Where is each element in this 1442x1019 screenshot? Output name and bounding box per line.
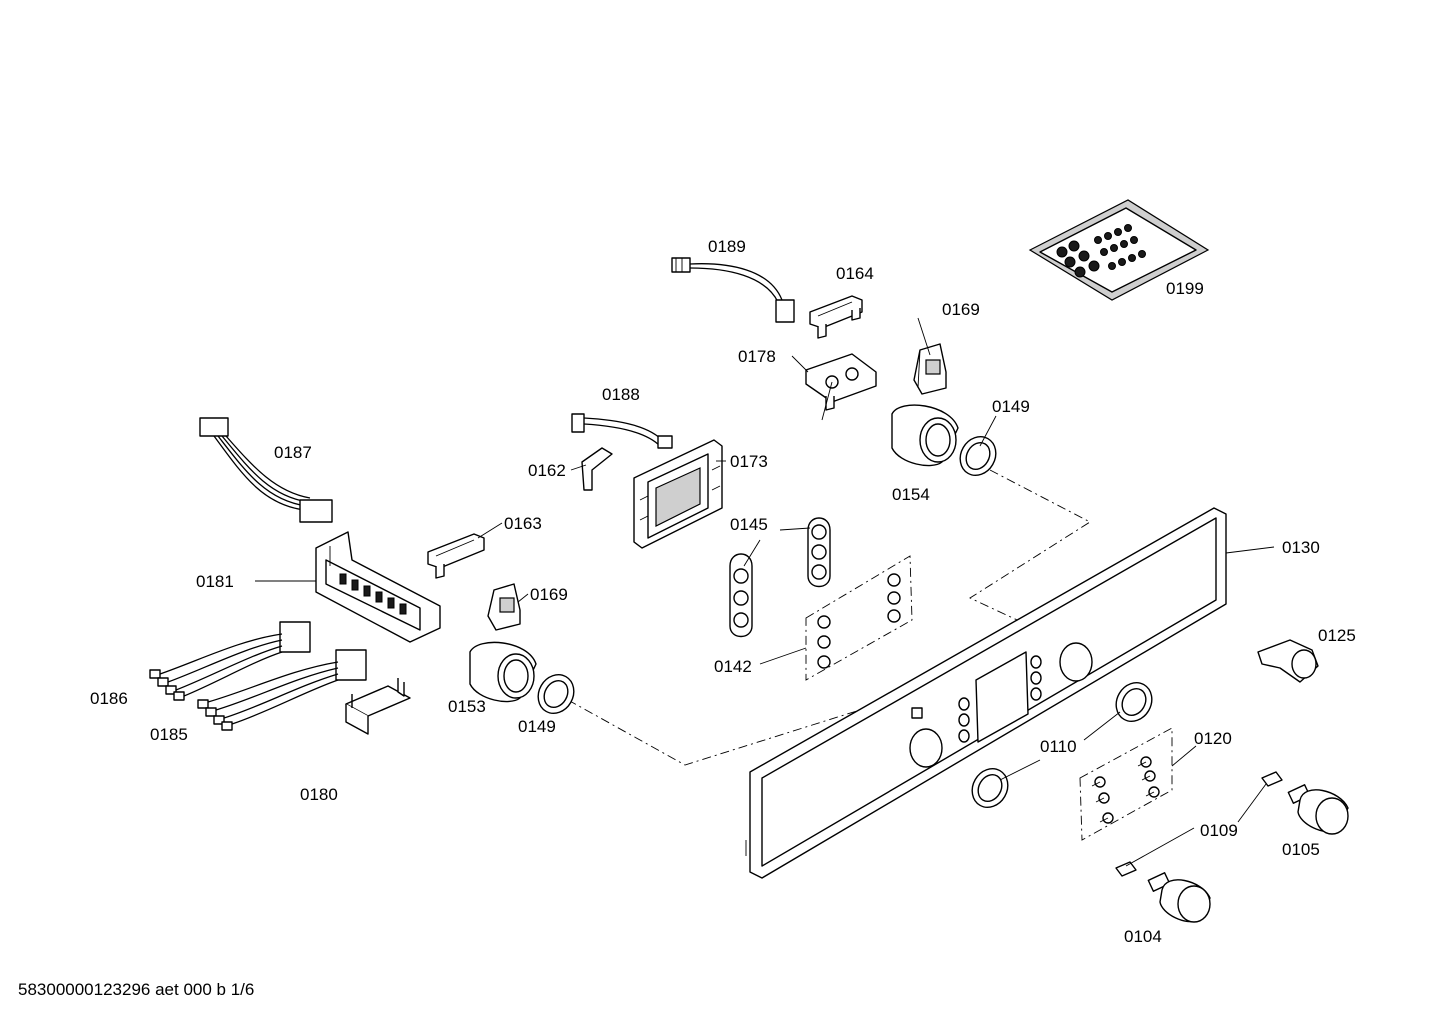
label-0189: 0189 (708, 237, 746, 256)
label-0185: 0185 (150, 725, 188, 744)
part-0105-knob (1287, 784, 1349, 835)
label-0105: 0105 (1282, 840, 1320, 859)
part-0149-ring-lower (537, 674, 575, 714)
assembly-dash-lines (567, 469, 1091, 766)
part-0180-bracket (345, 678, 411, 735)
label-0163: 0163 (504, 514, 542, 533)
part-0154-cup (891, 404, 959, 467)
label-0173: 0173 (730, 452, 768, 471)
part-0185-cable-set (197, 649, 367, 731)
part-0189-wire-harness (671, 257, 795, 323)
part-0130-control-panel (745, 507, 1227, 879)
label-0199: 0199 (1166, 279, 1204, 298)
label-0130: 0130 (1282, 538, 1320, 557)
part-0164-clip (809, 295, 863, 339)
part-0199-screw-bag (1028, 199, 1210, 301)
part-0149-ring-upper (959, 436, 997, 476)
label-0142: 0142 (714, 657, 752, 676)
label-0164: 0164 (836, 264, 874, 283)
label-0187: 0187 (274, 443, 312, 462)
part-0125-switch-part (1257, 639, 1319, 683)
label-0145: 0145 (730, 515, 768, 534)
part-0188-ribbon-cable (571, 413, 673, 449)
label-0169-upper: 0169 (942, 300, 980, 319)
part-0104-knob (1147, 872, 1211, 923)
label-0125: 0125 (1318, 626, 1356, 645)
part-labels: 0189 0164 0199 0169 0178 0149 0188 0187 … (90, 237, 1356, 946)
part-0145-light-guide-right (807, 517, 831, 588)
label-0109: 0109 (1200, 821, 1238, 840)
part-0153-cup (469, 641, 537, 703)
label-0162: 0162 (528, 461, 566, 480)
part-0109-caps (1115, 771, 1283, 877)
label-0110: 0110 (1040, 737, 1077, 756)
label-0180: 0180 (300, 785, 338, 804)
label-0169-lower: 0169 (530, 585, 568, 604)
label-0120: 0120 (1194, 729, 1232, 748)
label-0149-lower: 0149 (518, 717, 556, 736)
part-0120-screws (1079, 727, 1173, 841)
part-0110-rings (971, 682, 1153, 808)
part-0169-switch-upper (913, 343, 947, 395)
label-0181: 0181 (196, 572, 234, 591)
part-0178-bracket (805, 353, 877, 411)
leader-lines (255, 317, 1275, 867)
part-0145-light-guide-left (729, 553, 753, 638)
part-0173-control-module (633, 439, 723, 549)
label-0178: 0178 (738, 347, 776, 366)
label-0154: 0154 (892, 485, 930, 504)
part-0181-terminal-block (315, 531, 441, 643)
part-0186-cable-set (149, 621, 311, 701)
part-0162-clip (581, 447, 613, 491)
label-0186: 0186 (90, 689, 128, 708)
label-0149-upper: 0149 (992, 397, 1030, 416)
part-0187-wire-harness (199, 417, 333, 523)
label-0153: 0153 (448, 697, 486, 716)
part-0163-clip (427, 533, 485, 579)
label-0188: 0188 (602, 385, 640, 404)
document-id-footer: 58300000123296 aet 000 b 1/6 (18, 980, 255, 999)
part-0142-button-group (805, 555, 913, 681)
part-0169-switch-lower (487, 583, 521, 631)
label-0104: 0104 (1124, 927, 1162, 946)
